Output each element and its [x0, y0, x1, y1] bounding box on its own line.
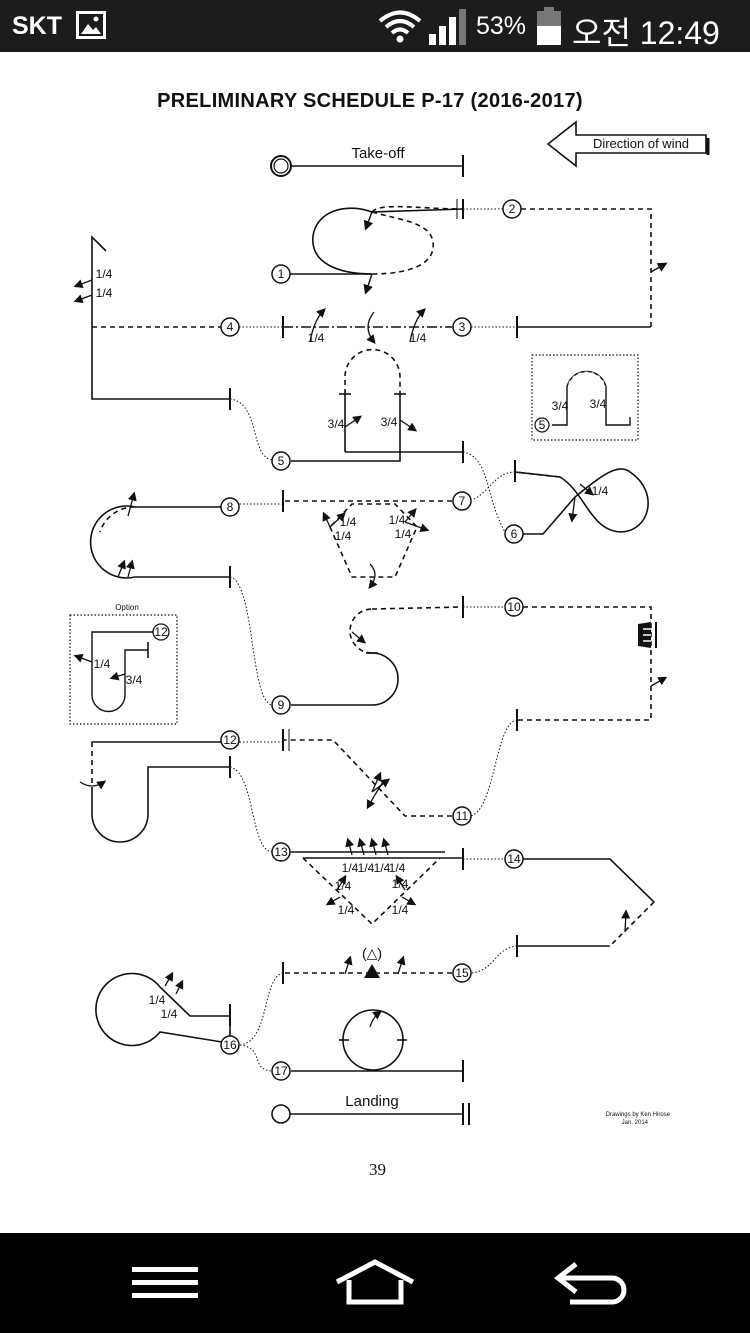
roll-fractions: 1/4 1/4 1/4 1/4 3/4 3/4 3/4 3/4 1/4 1/4 …: [94, 267, 609, 1021]
inset-maneuver-5: 5: [534, 417, 550, 433]
svg-text:12: 12: [154, 625, 168, 639]
fraction: 3/4: [328, 417, 345, 431]
fraction: 1/4: [592, 484, 609, 498]
svg-text:15: 15: [455, 966, 469, 980]
fraction: 3/4: [552, 399, 569, 413]
maneuver-11: 11: [452, 806, 472, 826]
fraction: 1/4: [395, 527, 412, 541]
svg-text:14: 14: [507, 852, 521, 866]
fraction: 1/4: [149, 993, 166, 1007]
home-button[interactable]: [325, 1258, 425, 1313]
status-bar: SKT 53% 오전 12:49: [0, 0, 750, 52]
maneuver-16: 16: [220, 1035, 240, 1055]
svg-text:7: 7: [459, 494, 466, 508]
clock: 오전 12:49: [572, 15, 720, 51]
svg-text:9: 9: [278, 698, 285, 712]
fraction: 1/4: [338, 903, 355, 917]
maneuver-14: 14: [504, 849, 524, 869]
fraction: 1/4: [308, 331, 325, 345]
maneuver-17: 17: [271, 1061, 291, 1081]
maneuver-12: 12: [220, 730, 240, 750]
svg-text:3: 3: [459, 320, 466, 334]
fraction: 1/4: [389, 513, 406, 527]
svg-text:13: 13: [274, 845, 288, 859]
maneuver-13: 13: [271, 842, 291, 862]
maneuver-9: 9: [271, 695, 291, 715]
fraction: 1/4: [342, 861, 359, 875]
maneuver-6: 6: [504, 524, 524, 544]
svg-text:16: 16: [223, 1038, 237, 1052]
battery-icon: [536, 6, 562, 51]
fraction: 1/4: [358, 861, 375, 875]
maneuver-4: 4: [220, 317, 240, 337]
maneuver-markers: 1 2 3 4 5 6 7 8 9 10 11 12 13 14 15 16 1…: [152, 199, 550, 1081]
battery-percent: 53%: [476, 12, 527, 40]
fraction: 3/4: [381, 415, 398, 429]
home-icon: [335, 1259, 415, 1305]
svg-text:5: 5: [278, 454, 285, 468]
svg-text:8: 8: [227, 500, 234, 514]
maneuver-2: 2: [502, 199, 522, 219]
fraction: 1/4: [335, 879, 352, 893]
maneuver-5: 5: [271, 451, 291, 471]
fraction: 1/4: [96, 286, 113, 300]
svg-text:5: 5: [539, 418, 546, 432]
credit-line-1: Drawings by Ken Hirose: [606, 1112, 671, 1118]
page-title: PRELIMINARY SCHEDULE P-17 (2016-2017): [157, 90, 583, 112]
fraction: 3/4: [590, 397, 607, 411]
svg-text:17: 17: [274, 1064, 288, 1078]
menu-icon: [132, 1267, 198, 1298]
fraction: 1/4: [340, 515, 357, 529]
maneuver-15: 15: [452, 963, 472, 983]
maneuver-7: 7: [452, 491, 472, 511]
fraction: 1/4: [335, 529, 352, 543]
menu-button[interactable]: [115, 1258, 215, 1313]
svg-text:6: 6: [511, 527, 518, 541]
maneuver-3: 3: [452, 317, 472, 337]
fraction: 1/4: [392, 903, 409, 917]
svg-text:11: 11: [456, 809, 469, 823]
takeoff-label: Take-off: [351, 145, 405, 162]
landing-label: Landing: [345, 1093, 398, 1110]
triangle-label: (△): [362, 945, 382, 961]
wifi-icon: [378, 10, 422, 49]
back-button[interactable]: [540, 1258, 640, 1313]
fraction: 1/4: [392, 877, 409, 891]
maneuver-10: 10: [504, 597, 524, 617]
gallery-icon: [76, 11, 106, 44]
fraction: 1/4: [374, 861, 391, 875]
svg-text:12: 12: [223, 733, 237, 747]
fraction: 1/4: [94, 657, 111, 671]
option-label: Option: [115, 603, 139, 612]
maneuver-1: 1: [271, 264, 291, 284]
maneuver-8: 8: [220, 497, 240, 517]
inset-maneuver-12: 12: [152, 623, 170, 641]
fraction: 1/4: [161, 1007, 178, 1021]
wind-label: Direction of wind: [593, 136, 689, 151]
fraction: 1/4: [410, 331, 427, 345]
svg-text:10: 10: [507, 600, 521, 614]
fraction: 3/4: [126, 673, 143, 687]
credit-line-2: Jan. 2014: [622, 1120, 649, 1126]
aerobatic-schedule-diagram: Direction of wind Take-off: [69, 120, 710, 1126]
fraction: 1/4: [389, 861, 406, 875]
navigation-bar: [0, 1233, 750, 1333]
signal-icon: [428, 8, 468, 51]
wind-arrow-icon: [546, 120, 710, 168]
svg-text:1: 1: [278, 267, 285, 281]
fraction: 1/4: [96, 267, 113, 281]
page-number: 39: [369, 1160, 386, 1179]
document-page: PRELIMINARY SCHEDULE P-17 (2016-2017) Di…: [0, 52, 750, 1233]
carrier-name: SKT: [12, 12, 62, 40]
svg-text:2: 2: [509, 202, 516, 216]
back-icon: [553, 1262, 627, 1305]
svg-text:4: 4: [227, 320, 234, 334]
